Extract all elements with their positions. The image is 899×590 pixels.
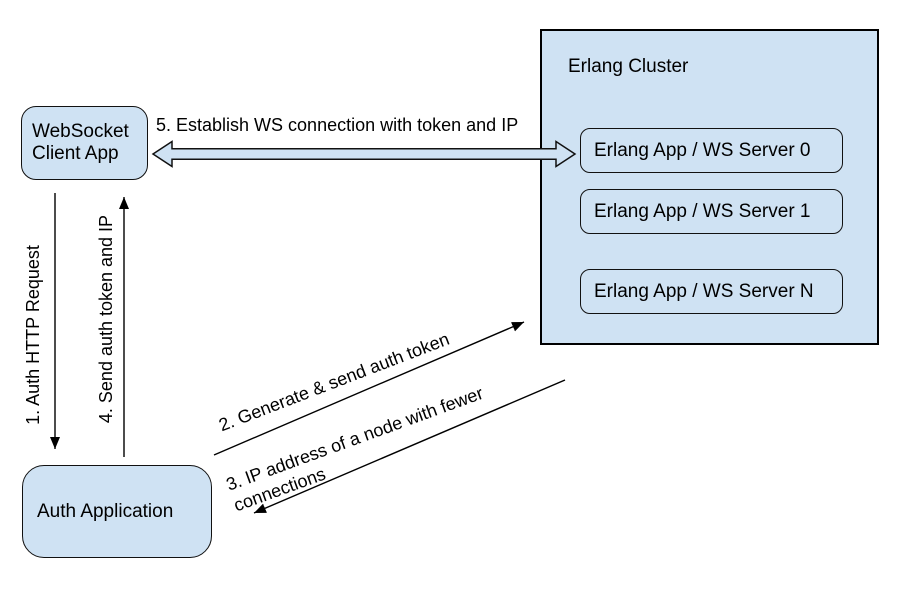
label-step1: 1. Auth HTTP Request xyxy=(23,245,43,425)
server-box-1: Erlang App / WS Server 1 xyxy=(580,189,843,234)
server-box-n-label: Erlang App / WS Server N xyxy=(594,280,814,302)
arrow-step2 xyxy=(213,321,525,456)
server-box-0: Erlang App / WS Server 0 xyxy=(580,128,843,173)
websocket-client-box: WebSocket Client App xyxy=(21,106,148,180)
arrow-step5-double xyxy=(151,140,577,168)
label-step5: 5. Establish WS connection with token an… xyxy=(156,115,519,135)
server-box-1-label: Erlang App / WS Server 1 xyxy=(594,200,811,222)
auth-application-box: Auth Application xyxy=(22,465,212,558)
erlang-cluster-title: Erlang Cluster xyxy=(568,56,689,77)
label-step4: 4. Send auth token and IP xyxy=(96,214,116,424)
server-box-0-label: Erlang App / WS Server 0 xyxy=(594,139,811,161)
erlang-cluster-box: Erlang Cluster Erlang App / WS Server 0 … xyxy=(540,29,879,345)
arrow-step3 xyxy=(253,379,566,514)
server-box-n: Erlang App / WS Server N xyxy=(580,269,843,314)
auth-application-label: Auth Application xyxy=(37,500,174,522)
websocket-client-label: WebSocket Client App xyxy=(32,121,129,164)
